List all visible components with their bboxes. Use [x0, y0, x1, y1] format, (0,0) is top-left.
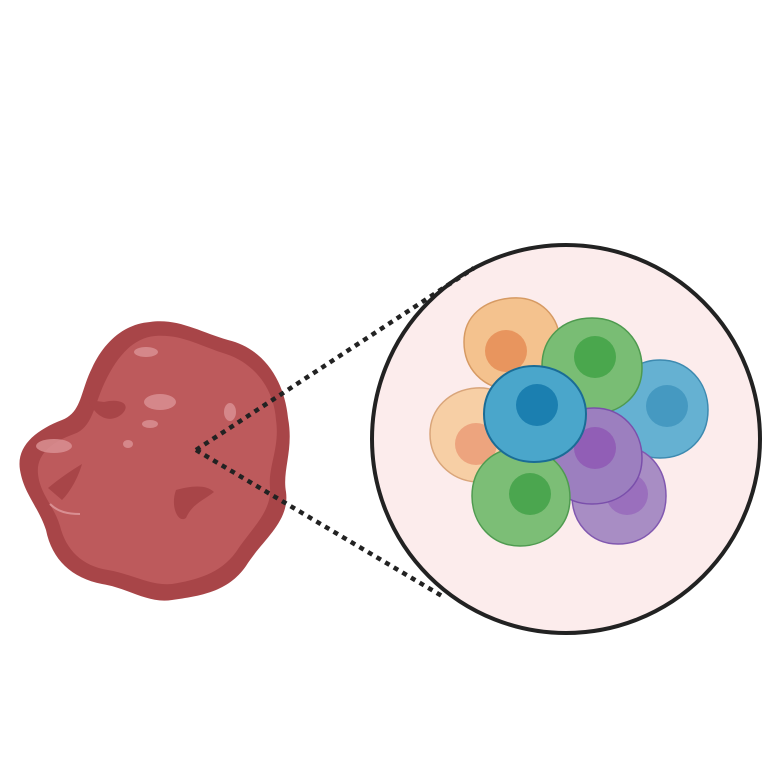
tissue-highlight: [144, 394, 176, 410]
tissue-shadow: [173, 486, 214, 520]
tissue-inner: [37, 335, 277, 585]
tissue-highlight: [134, 347, 158, 357]
tissue-highlight: [224, 403, 236, 421]
tissue-shadow: [88, 400, 126, 419]
zoom-line-bottom: [194, 448, 444, 598]
tissue-highlight: [49, 503, 81, 515]
tissue-highlight: [142, 420, 158, 428]
tissue-highlight: [36, 439, 72, 453]
cell-cluster: [429, 297, 709, 547]
tissue-shadow: [48, 464, 82, 500]
tissue-fragment-icon: [19, 321, 290, 601]
cell-green-icon: [471, 447, 571, 547]
cell-blue-icon: [482, 364, 588, 464]
tissue-highlight: [123, 440, 133, 448]
zoom-lines-icon: [194, 266, 476, 598]
